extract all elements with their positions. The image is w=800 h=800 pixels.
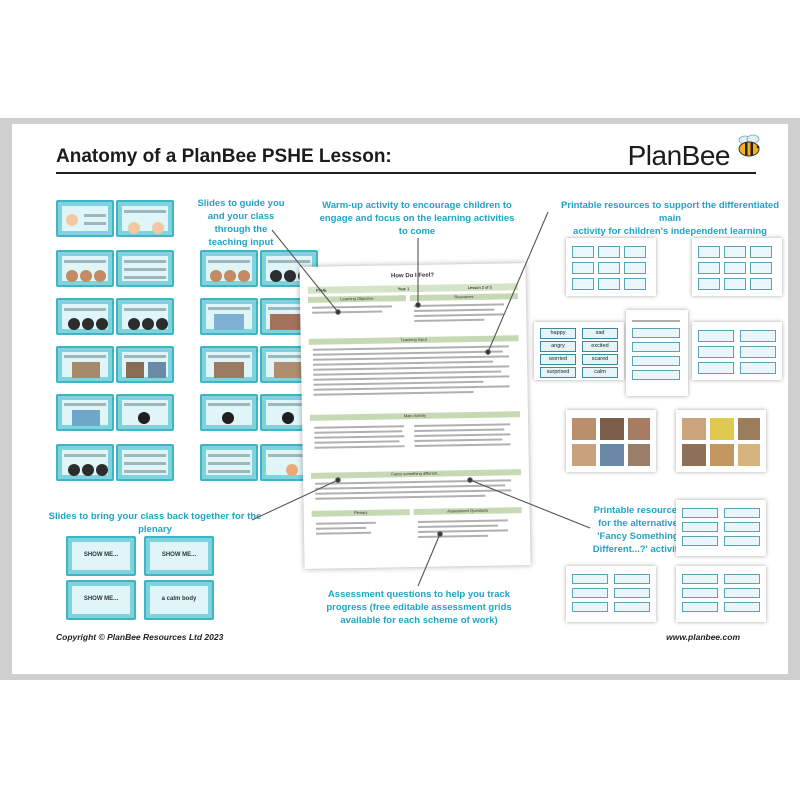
brand-logo: PlanBee [627,140,731,172]
slide-thumbnail [116,444,174,481]
word-card: happy [540,328,576,339]
callout-line: for the alternative [598,518,678,529]
word-card: surprised [540,367,576,378]
word-card: worried [540,354,576,365]
callout-plenary: Slides to bring your class back together… [48,511,262,535]
bee-logo-icon [738,134,760,157]
word-card: calm [582,367,618,378]
slide-thumbnail [200,444,258,481]
lesson-section-heading: Teaching Input [308,335,519,345]
brand-name: PlanBee [627,140,731,171]
website-link[interactable]: www.planbee.com [666,632,740,642]
resource-card [692,238,782,296]
plenary-slide: SHOW ME... [66,580,136,620]
callout-printable: Printable resources to support the diffe… [550,199,790,238]
slide-thumbnail [116,298,174,335]
slide-thumbnail [116,394,174,431]
callout-line: activity for children's independent lear… [573,226,767,237]
plenary-slide: a calm body [144,580,214,620]
slide-thumbnail [56,200,114,237]
plenary-slide: SHOW ME... [66,536,136,576]
copyright-text: Copyright © PlanBee Resources Ltd 2023 [56,632,224,642]
lesson-number: Lesson 2 of 5 [467,284,492,291]
lesson-section-heading: Learning Objective [307,295,406,303]
slide-thumbnail [116,346,174,383]
resource-card [566,566,656,622]
callout-line: Warm-up activity to encourage children t… [322,200,512,211]
lesson-section-heading: Fancy something different... [310,469,522,479]
slide-thumbnail [56,298,114,335]
lesson-plan-document: How Do I Feel? PSHE Year 1 Lesson 2 of 5… [299,263,531,569]
callout-line: Assessment questions to help you track [327,589,511,600]
callout-line: teaching input [208,237,274,248]
callout-line: and your class [207,211,275,222]
callout-line: to come [398,226,436,237]
word-card: excited [582,341,618,352]
callout-line: engage and focus on the learning activit… [319,213,515,224]
callout-alternative: Printable resources for the alternative … [586,504,690,556]
word-card: scared [582,354,618,365]
plenary-slide-text: SHOW ME... [161,552,197,558]
word-card: angry [540,341,576,352]
plenary-slide-text: a calm body [161,596,197,602]
slide-thumbnail [200,250,258,287]
callout-line: 'Fancy Something [597,531,679,542]
photo-card-sheet [676,410,766,472]
callout-line: Different...?' activity [592,544,684,555]
callout-line: Slides to guide you [197,198,285,209]
lesson-plan-title: How Do I Feel? [390,272,435,280]
callout-line: through the [214,224,268,235]
resource-card [692,322,782,380]
callout-line: Printable resources to support the diffe… [560,200,779,224]
plenary-slide-text: SHOW ME... [83,552,119,558]
lesson-section-heading: Assessment Questions [413,507,522,516]
lesson-section-heading: Resources [409,293,518,302]
slide-thumbnail [56,444,114,481]
page-title: Anatomy of a PlanBee PSHE Lesson: [56,146,392,167]
resource-card [676,500,766,556]
lesson-section-heading: Plenary [311,509,410,517]
resource-card [626,310,688,396]
slide-thumbnail [116,200,174,237]
lesson-plan-meta-row: PSHE Year 1 Lesson 2 of 5 [307,283,518,294]
slide-thumbnail [56,250,114,287]
slide-thumbnail [200,346,258,383]
photo-card-sheet [566,410,656,472]
callout-assessment: Assessment questions to help you track p… [314,588,524,627]
plenary-slide-text: SHOW ME... [83,596,119,602]
callout-line: Printable resources [593,505,683,516]
callout-line: progress (free editable assessment grids [326,602,512,613]
slide-thumbnail [200,298,258,335]
callout-slides: Slides to guide you and your class throu… [196,197,286,249]
slide-thumbnail [56,346,114,383]
word-card-sheet: happy sad angry excited worried scared s… [534,322,624,380]
header-rule [56,172,756,174]
resource-card [566,238,656,296]
word-card: sad [582,328,618,339]
callout-warmup: Warm-up activity to encourage children t… [300,199,534,238]
lesson-section-heading: Main Activity [309,411,521,421]
slide-thumbnail [56,394,114,431]
lesson-subject: PSHE [315,287,327,293]
resource-card [676,566,766,622]
slide-thumbnail [116,250,174,287]
plenary-slide: SHOW ME... [144,536,214,576]
slide-thumbnail [200,394,258,431]
callout-line: available for each scheme of work) [340,615,498,626]
lesson-year: Year 1 [397,286,410,292]
